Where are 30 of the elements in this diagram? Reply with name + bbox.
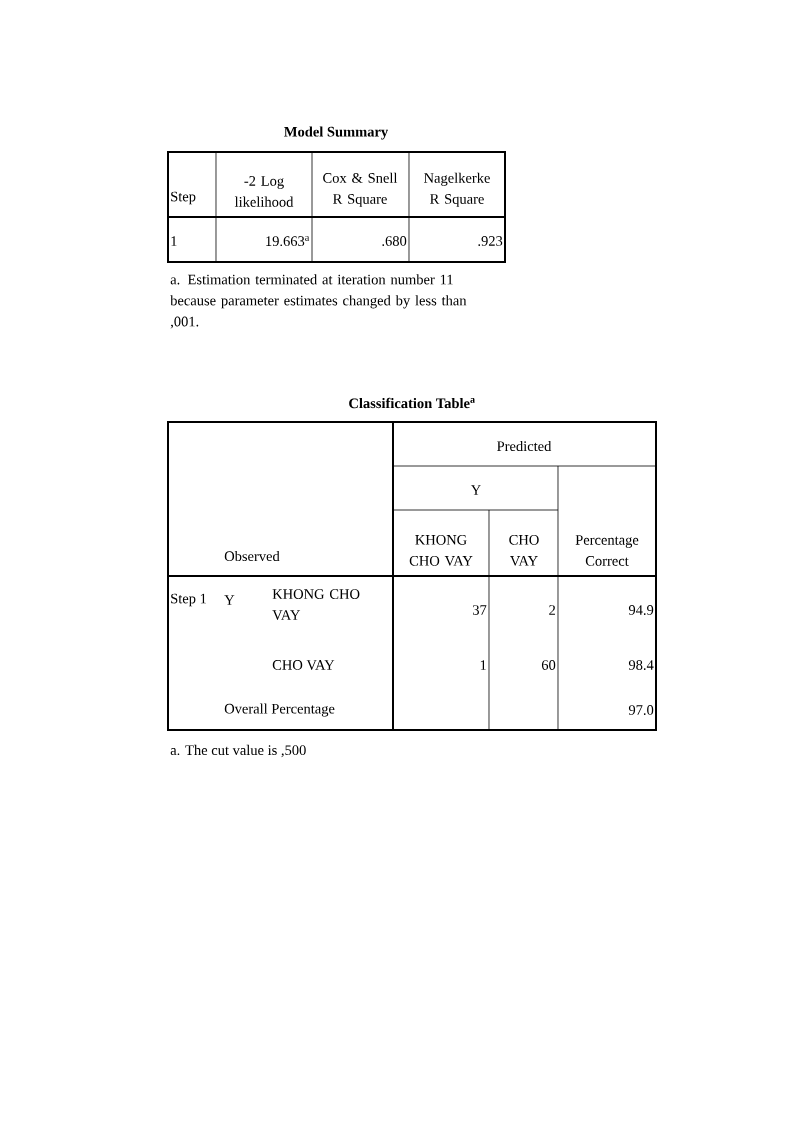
- row-header: KHONG CHO VAY: [272, 589, 360, 621]
- column-header: Predicted: [497, 440, 552, 452]
- column-header: Y: [470, 485, 481, 495]
- cell-value: 94.9: [628, 605, 654, 615]
- cell-value: 2: [549, 605, 555, 615]
- row-header: Step 1: [171, 593, 206, 607]
- cell-value: .923: [478, 236, 503, 246]
- column-header: KHONG CHO VAY: [409, 535, 473, 566]
- row-header: Overall Percentage: [224, 703, 335, 717]
- column-header: Cox & Snell R Square: [323, 172, 398, 207]
- cell-value: 60: [541, 660, 556, 670]
- cell-value: 19.663$^{a}$: [266, 235, 310, 247]
- cell-value: 98.4: [628, 660, 654, 670]
- footnote: a. Estimation terminated at iteration number 11 because parameter estimates changed by less than ,001.: [170, 274, 467, 329]
- column-header: Percentage Correct: [575, 535, 639, 566]
- row-header: 1: [171, 236, 177, 246]
- row-header: CHO VAY: [272, 660, 335, 670]
- column-header: Step: [171, 191, 196, 205]
- column-header: Nagelkerke R Square: [424, 172, 490, 207]
- column-header: Observed: [224, 550, 280, 562]
- footnote: a. The cut value is ,500: [170, 744, 306, 758]
- cell-value: 37: [473, 605, 487, 615]
- table-title: Model Summary: [284, 126, 388, 140]
- row-header: Y: [224, 595, 235, 605]
- cell-value: 1: [480, 660, 486, 670]
- column-header: CHO VAY: [509, 535, 539, 566]
- cell-value: .680: [382, 236, 407, 246]
- cell-value: 97.0: [628, 705, 654, 715]
- table-title: Classification Table$^{a}$: [349, 397, 475, 409]
- column-header: -2 Log likelihood: [234, 176, 294, 207]
